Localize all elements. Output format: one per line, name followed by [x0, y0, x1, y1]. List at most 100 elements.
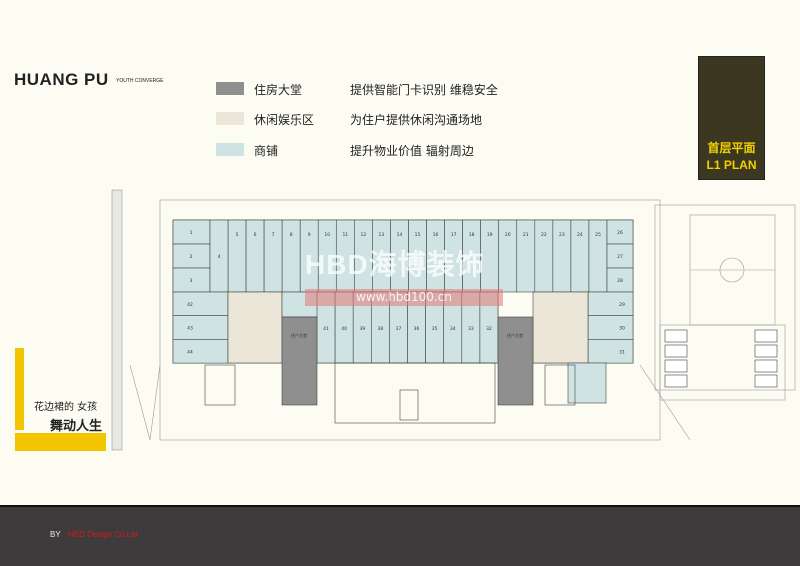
shop-unit-number: 33 [468, 326, 474, 332]
footer-by: BY [50, 530, 61, 539]
shop-unit-number: 10 [324, 232, 330, 238]
shop-unit-number: 43 [187, 326, 193, 332]
accent-bar-horizontal [15, 433, 106, 451]
shop-unit-number: 8 [290, 232, 293, 238]
shop-unit-number: 26 [617, 230, 623, 236]
shop-unit-number: 3 [190, 278, 193, 284]
site-line [129, 364, 161, 441]
shop-unit-number: 16 [433, 232, 439, 238]
shop-unit [172, 291, 229, 317]
planting-strip-left [111, 189, 123, 451]
legend-swatch [216, 143, 244, 156]
shop-unit-number: 9 [308, 232, 311, 238]
shop-unit-number: 7 [272, 232, 275, 238]
shop-unit [172, 267, 211, 293]
shop-unit-number: 22 [541, 232, 547, 238]
shop-unit [570, 219, 590, 293]
lobby-label: 住户大堂 [291, 332, 307, 338]
shop-unit-number: 6 [254, 232, 257, 238]
footer-company: HBD Design Co.Ltd [68, 530, 138, 539]
parking-stall [664, 374, 688, 388]
shop-unit [245, 219, 265, 293]
shop-unit-number: 1 [190, 230, 193, 236]
shop-unit-number: 37 [396, 326, 402, 332]
shop-unit-number: 13 [379, 232, 385, 238]
shop-unit-number: 5 [236, 232, 239, 238]
legend-label: 商铺 [254, 144, 279, 158]
shop-unit-number: 31 [619, 349, 625, 355]
legend-desc: 提供智能门卡识别 维稳安全 [350, 83, 498, 97]
shop-unit-number: 34 [450, 326, 456, 332]
watermark-url: www.hbd100.cn [305, 289, 503, 306]
shop-unit-number: 19 [487, 232, 493, 238]
tagline-line2: 舞动人生 [50, 419, 103, 434]
shop-unit-number: 41 [323, 326, 329, 332]
shop-unit-number: 38 [377, 326, 383, 332]
shop-unit-small [567, 362, 607, 404]
plan-label-box: 首层平面 L1 PLAN [698, 56, 765, 180]
legend-desc: 提升物业价值 辐射周边 [350, 144, 474, 158]
shop-unit [606, 219, 634, 245]
watermark-logo: HBD海博装饰 [305, 249, 485, 280]
legend-desc: 为住户提供休闲沟通场地 [350, 113, 483, 127]
residential-lobby-right [497, 316, 534, 406]
shop-unit [587, 315, 634, 340]
residential-lobby-left [281, 316, 318, 406]
shop-unit [534, 219, 554, 293]
shop-unit-number: 11 [342, 232, 348, 238]
stair-right [544, 364, 576, 406]
site-boundary [159, 199, 661, 441]
shop-unit-number: 40 [341, 326, 347, 332]
parking-stall [664, 359, 688, 373]
shop-unit-number: 21 [523, 232, 529, 238]
shop-unit [172, 243, 211, 269]
leisure-area-left [227, 291, 283, 364]
shop-unit [263, 219, 283, 293]
shop-unit-number: 32 [486, 326, 492, 332]
shop-unit [516, 219, 536, 293]
shop-unit [172, 315, 229, 340]
shop-unit-number: 4 [218, 254, 221, 260]
entrance-plaza [334, 362, 496, 424]
shop-unit-number: 20 [505, 232, 511, 238]
parking-stall [664, 344, 688, 358]
project-subtitle: YOUTH CONVERGE [116, 78, 164, 84]
shop-unit-number: 36 [414, 326, 420, 332]
parking-stall [754, 344, 778, 358]
shop-unit-number: 2 [190, 254, 193, 260]
shop-unit-number: 28 [617, 278, 623, 284]
fountain [399, 389, 419, 421]
shop-unit [606, 243, 634, 269]
shop-unit [227, 219, 247, 293]
shop-unit-number: 44 [187, 349, 193, 355]
shop-unit [588, 219, 608, 293]
shop-unit [606, 267, 634, 293]
accent-bar-vertical [15, 348, 24, 430]
parking-stall [754, 329, 778, 343]
shop-unit [552, 219, 572, 293]
plan-label-en: L1 PLAN [706, 158, 757, 172]
footer [0, 505, 800, 566]
shop-unit-number: 18 [469, 232, 475, 238]
legend-swatch [216, 82, 244, 95]
lobby-label: 住户大堂 [507, 332, 523, 338]
shop-unit [498, 219, 518, 293]
shop-unit-number: 14 [397, 232, 403, 238]
shop-unit-number: 25 [595, 232, 601, 238]
parking-stall [754, 359, 778, 373]
shop-unit [587, 291, 634, 317]
shop-unit [281, 219, 301, 293]
shop-unit-number: 24 [577, 232, 583, 238]
shop-unit-number: 42 [187, 302, 193, 308]
shop-unit [587, 339, 634, 364]
parking-stall [754, 374, 778, 388]
plan-label-cn: 首层平面 [707, 141, 756, 155]
basketball-court-area [654, 204, 796, 391]
shop-unit-number: 35 [432, 326, 438, 332]
shop-unit-number: 17 [451, 232, 457, 238]
stair-left [204, 364, 236, 406]
shop-unit-number: 12 [360, 232, 366, 238]
project-title: HUANG PU [14, 70, 109, 89]
shop-unit-number: 23 [559, 232, 565, 238]
